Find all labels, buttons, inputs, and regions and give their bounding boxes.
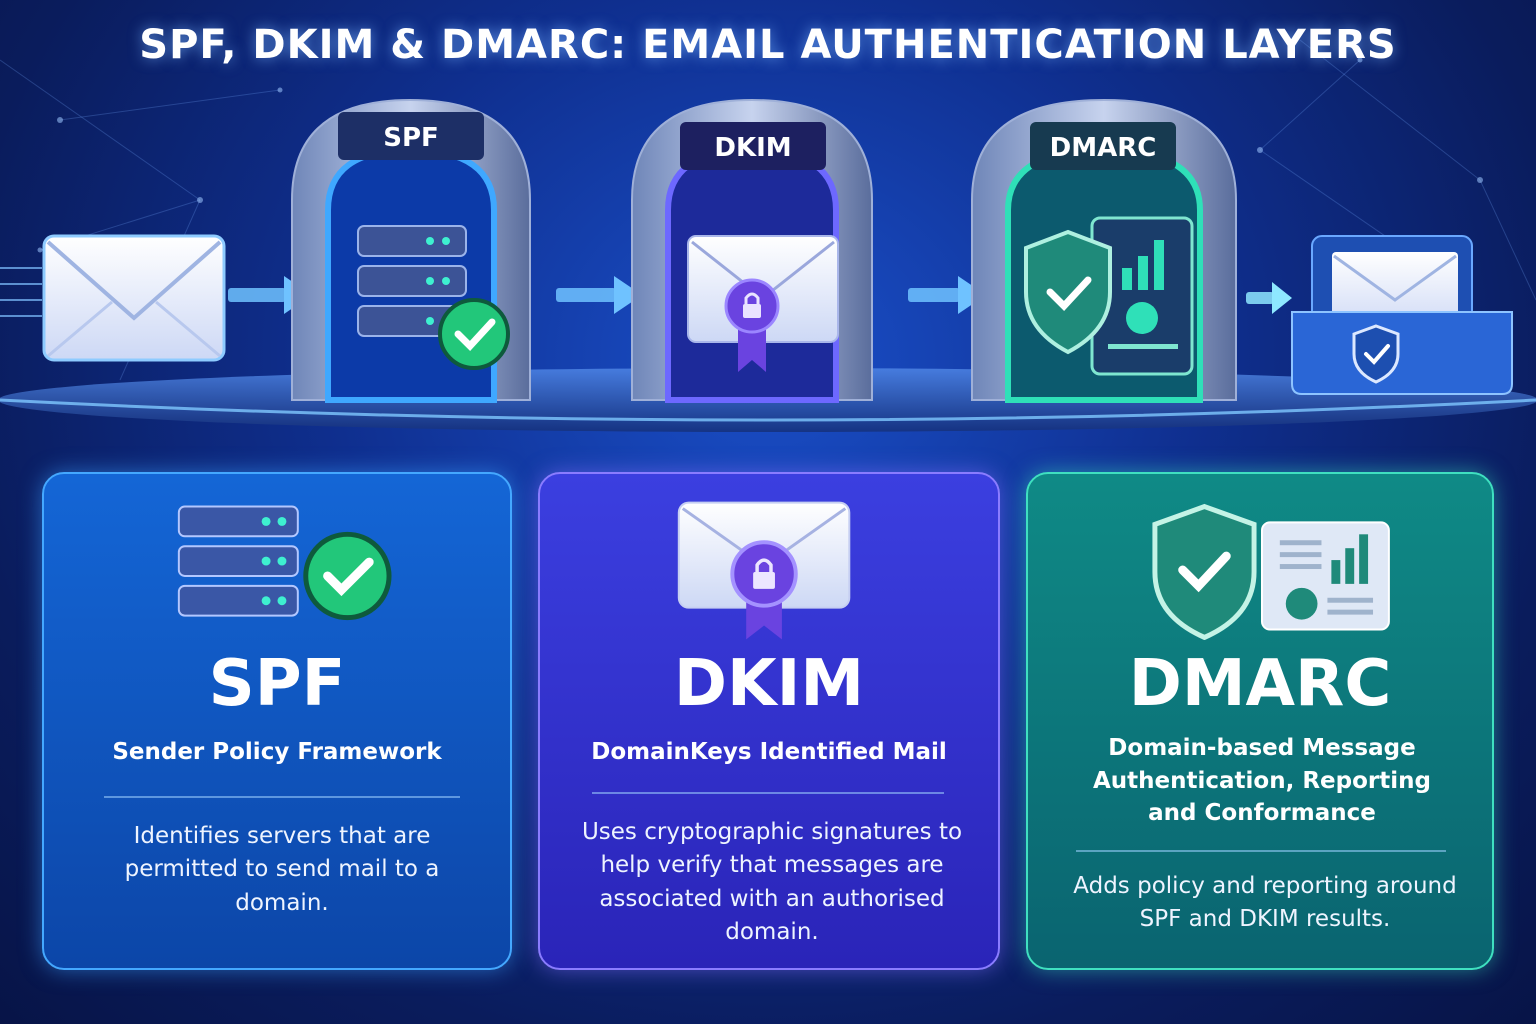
card-name: Domain-based Message Authentication, Rep… [1093, 735, 1431, 827]
card-description: Uses cryptographic signatures to help ve… [581, 819, 963, 946]
card-dkim: DKIM DomainKeys Identified Mail Uses cry… [538, 472, 1000, 970]
card-description: Adds policy and reporting around SPF and… [1073, 873, 1457, 933]
server-check-icon [357, 225, 510, 370]
card-spf: SPF Sender Policy Framework Identifies s… [42, 472, 512, 970]
card-acronym: DKIM [673, 647, 865, 721]
sealed-envelope-icon [687, 235, 839, 372]
divider [104, 796, 460, 798]
flow-arrow [556, 276, 642, 314]
card-name: Sender Policy Framework [112, 739, 442, 765]
gate-spf: SPF [291, 98, 531, 403]
network-background [0, 39, 1536, 381]
secure-inbox-icon [1291, 235, 1513, 395]
server-check-icon [177, 505, 392, 621]
envelope-icon [0, 234, 226, 362]
card-acronym: DMARC [1128, 647, 1392, 721]
gate-dkim: DKIM [631, 98, 873, 403]
card-name: DomainKeys Identified Mail [591, 739, 947, 765]
flow-arrow [1246, 282, 1292, 314]
card-description: Identifies servers that are permitted to… [124, 823, 440, 916]
card-acronym: SPF [208, 647, 346, 721]
shield-report-icon [1024, 216, 1194, 376]
divider [1076, 850, 1446, 852]
gate-label: DMARC [1050, 133, 1157, 163]
gate-label: DKIM [714, 133, 791, 163]
card-dmarc: DMARC Domain-based Message Authenticatio… [1026, 472, 1494, 970]
divider [592, 792, 944, 794]
gate-dmarc: DMARC [971, 98, 1237, 403]
page-title: SPF, DKIM & DMARC: EMAIL AUTHENTICATION … [139, 22, 1397, 68]
flow-diagram: SPF DKIM [0, 98, 1536, 432]
sealed-envelope-icon [677, 501, 851, 640]
shield-report-icon [1152, 503, 1390, 640]
gate-label: SPF [383, 123, 439, 153]
